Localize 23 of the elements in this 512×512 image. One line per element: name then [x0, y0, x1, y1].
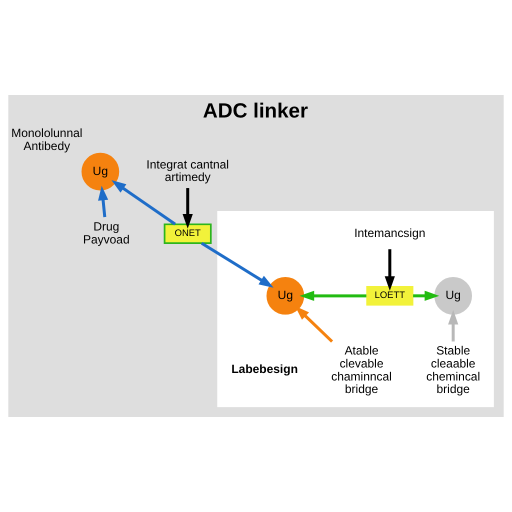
arrow	[295, 306, 334, 343]
node-text: Intemancsign	[354, 226, 426, 240]
arrow	[413, 290, 440, 301]
cluster	[217, 211, 494, 408]
arrow	[448, 310, 458, 342]
node-text: Drug Payvoad	[83, 219, 130, 246]
node-box: LOETT	[366, 286, 414, 306]
node-text: Integrat cantnal artimedy	[146, 157, 229, 184]
arrow	[200, 242, 274, 288]
label: Labebesign	[231, 362, 298, 376]
arrow	[384, 249, 395, 291]
node-circle: Ug	[82, 152, 120, 190]
node-label: Monololunnal Antibedy	[11, 126, 82, 153]
arrow	[300, 290, 366, 301]
arrow	[111, 180, 176, 226]
node-circle: Ug	[266, 276, 304, 315]
node-circle: Ug	[434, 276, 472, 315]
node-box: ONET	[164, 223, 212, 244]
arrow	[182, 188, 193, 229]
node-text: Atable clevable chaminncal bridge	[331, 344, 392, 396]
arrow	[98, 186, 108, 218]
diagram-title: ADC linker	[202, 99, 308, 122]
node-text: Stable cleaable chemincal bridge	[426, 344, 480, 396]
